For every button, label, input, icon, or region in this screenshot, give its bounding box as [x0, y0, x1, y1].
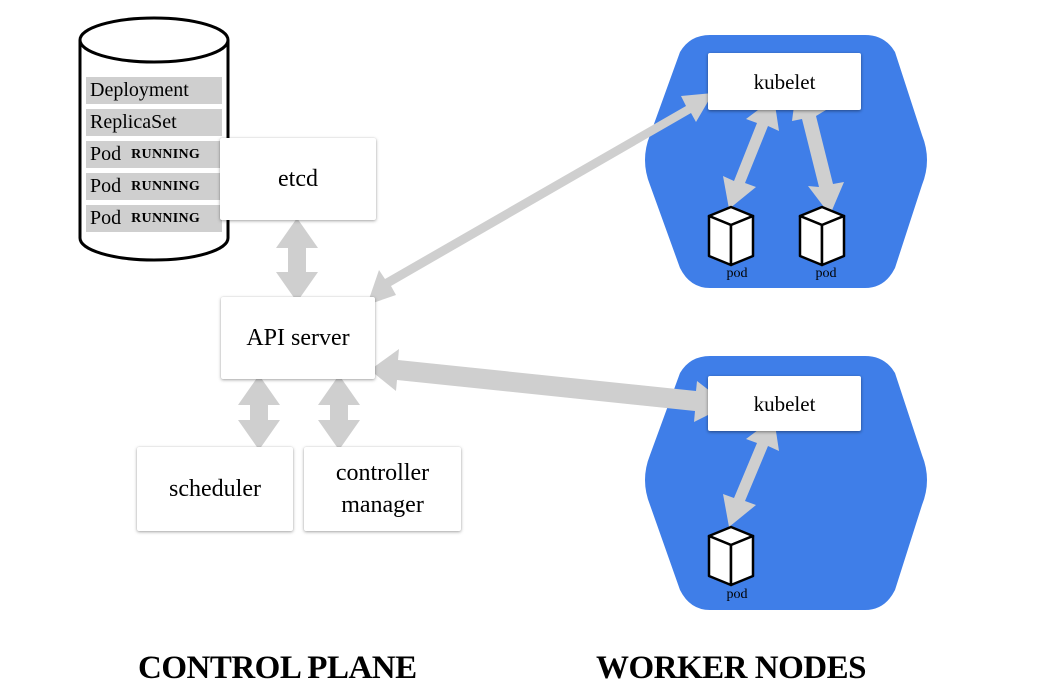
kubelet-label: kubelet [753, 69, 816, 94]
etcd-label: etcd [278, 166, 318, 192]
record-kind: Pod [90, 207, 122, 229]
record-status: RUNNING [131, 146, 201, 162]
controller-manager-box[interactable]: controller manager [304, 447, 461, 531]
pod-label: pod [726, 266, 748, 281]
api-server-label: API server [246, 325, 350, 351]
pod-cube-icon [707, 525, 755, 587]
kubelet-box[interactable]: kubelet [708, 376, 861, 431]
etcd-api-arrow [276, 218, 318, 302]
record-status: RUNNING [131, 210, 201, 226]
record-kind: Pod [90, 143, 122, 165]
scheduler-box[interactable]: scheduler [137, 447, 293, 531]
etcd-record-row: ReplicaSet [86, 109, 222, 136]
pod-cube-icon [707, 205, 755, 267]
api-kubelet1-arrow [367, 93, 713, 305]
api-controller-arrow [318, 375, 360, 450]
worker-nodes-title: WORKER NODES [596, 650, 866, 686]
api-scheduler-arrow [238, 375, 280, 450]
pod-label: pod [815, 266, 837, 281]
record-kind: Pod [90, 175, 122, 197]
kubelet2-pod-arrow [723, 418, 779, 527]
etcd-record-row: Pod RUNNING [86, 205, 222, 232]
pod-label: pod [726, 587, 748, 602]
pod-cube-icon [798, 205, 846, 267]
control-plane-title: CONTROL PLANE [138, 650, 417, 686]
etcd-record-row: Deployment [86, 77, 222, 104]
kubelet1-pod2-arrow [792, 98, 844, 215]
record-kind: Deployment [90, 79, 189, 101]
controller-manager-label-line1: controller [335, 460, 430, 486]
etcd-record-row: Pod RUNNING [86, 173, 222, 200]
record-kind: ReplicaSet [90, 111, 177, 133]
scheduler-label: scheduler [169, 476, 261, 502]
kubelet-box[interactable]: kubelet [708, 53, 861, 110]
etcd-box[interactable]: etcd [220, 138, 376, 220]
etcd-record-row: Pod RUNNING [86, 141, 222, 168]
api-server-box[interactable]: API server [221, 297, 375, 379]
connection-arrows [238, 93, 844, 527]
kubelet1-pod1-arrow [723, 98, 779, 209]
kubelet-label: kubelet [753, 391, 816, 416]
api-kubelet2-arrow [370, 349, 728, 422]
record-status: RUNNING [131, 178, 201, 194]
controller-manager-label-line2: manager [341, 492, 424, 518]
